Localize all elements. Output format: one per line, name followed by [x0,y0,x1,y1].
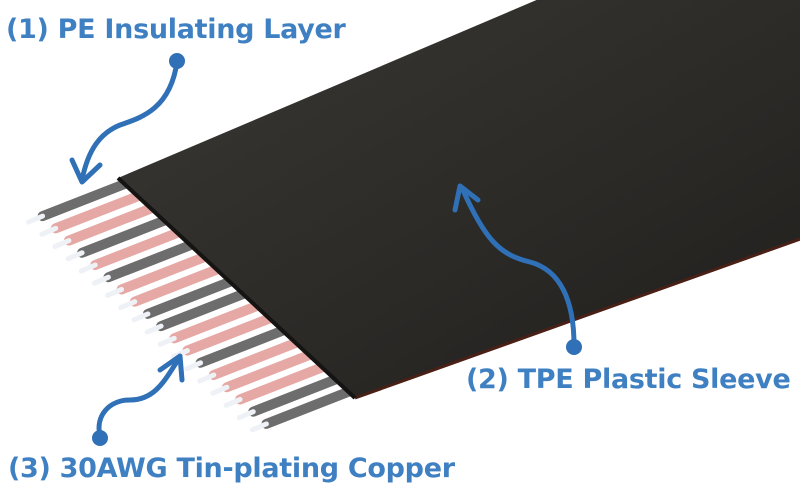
wire [26,175,140,225]
pe-insulation [77,211,180,258]
copper-conductor [184,360,204,372]
copper-conductor [52,238,72,250]
wire [223,358,338,408]
wire [78,224,193,274]
pe-insulation [221,346,324,393]
pe-insulation [235,358,338,405]
sleeve-bottom-edge [354,237,800,400]
copper-conductor [118,299,138,311]
wire [236,370,351,421]
pe-insulation [116,248,219,295]
pe-insulation [261,382,364,429]
copper-conductor [236,409,256,421]
wire [91,236,206,286]
copper-conductor [39,225,59,237]
copper-conductor [157,335,177,347]
copper-conductor [249,421,269,433]
sleeve-front-edge [116,176,357,400]
copper-conductor [105,286,125,298]
pe-insulation [142,272,245,319]
copper-conductor [223,396,243,408]
wire [144,285,259,335]
copper-conductor [197,372,217,384]
pe-insulation [195,321,298,368]
label-tin-plating-copper: (3) 30AWG Tin-plating Copper [8,453,455,484]
pe-insulation [156,285,259,332]
copper-conductor [65,250,85,262]
arrow-pe-layer [69,53,185,185]
label-tpe-plastic-sleeve: (2) TPE Plastic Sleeve [466,364,791,395]
wire [210,346,324,396]
pe-insulation [50,187,153,234]
wire [131,272,245,323]
pe-insulation [63,199,166,246]
pe-insulation [129,260,232,307]
pe-insulation [90,224,193,270]
pe-insulation [169,297,272,344]
pe-insulation [248,370,351,417]
pe-insulation [182,309,285,356]
copper-conductor [131,311,151,323]
pe-insulation [37,175,140,222]
pe-insulation [103,236,206,283]
copper-conductor [78,262,98,274]
wire [249,382,364,433]
copper-conductor [210,384,230,396]
wire [65,211,180,262]
copper-conductor [91,274,111,286]
wire-group [26,175,364,433]
wire [105,248,219,298]
copper-conductor [26,213,46,225]
wire [52,199,166,250]
wire [39,187,153,237]
pe-insulation [208,334,311,380]
wire [197,334,311,384]
wire [118,260,232,311]
label-pe-insulating-layer: (1) PE Insulating Layer [6,14,346,45]
arrow-copper [92,353,185,446]
arrow-tpe-sleeve [452,183,582,355]
wire [184,321,298,372]
copper-conductor [144,323,164,335]
wire [157,297,272,347]
